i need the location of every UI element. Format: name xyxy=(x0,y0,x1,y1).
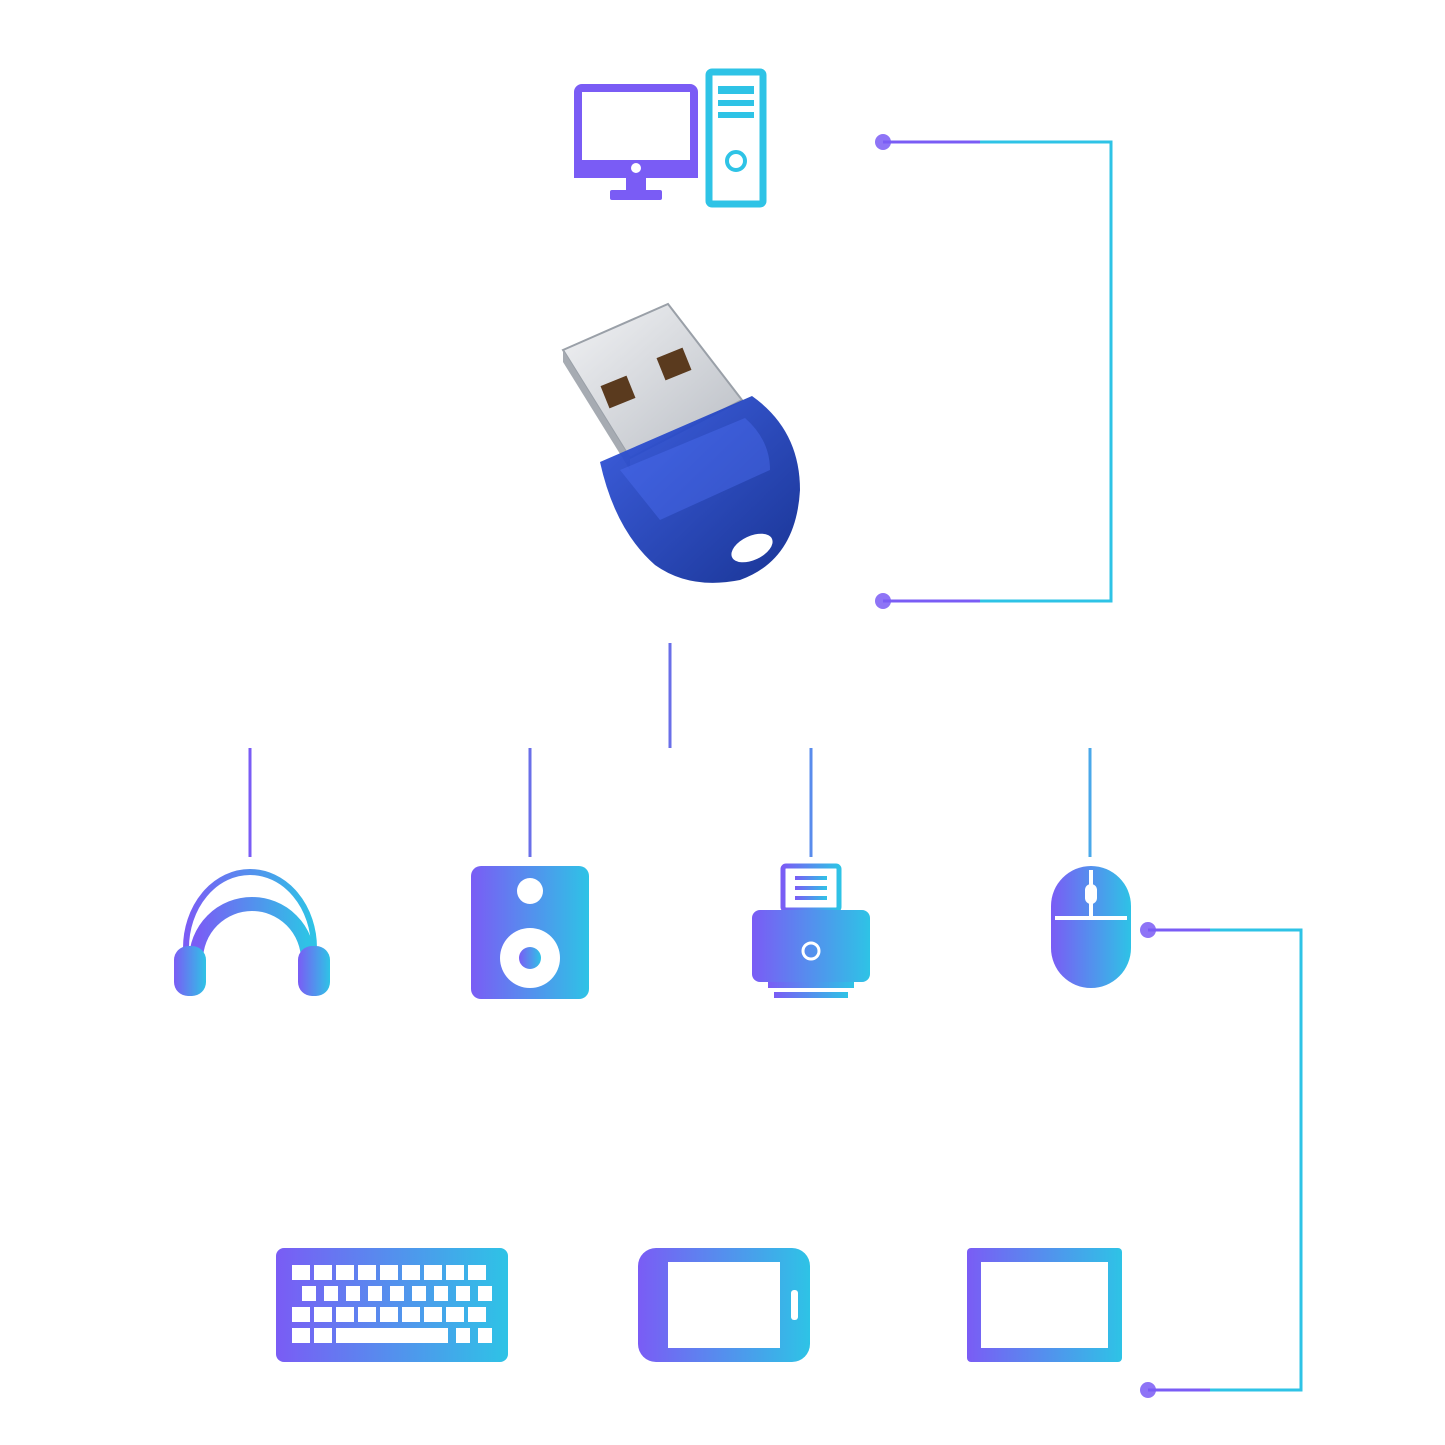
mouse-icon xyxy=(1051,866,1131,988)
keyboard-key xyxy=(478,1286,492,1301)
keyboard-key xyxy=(468,1307,486,1322)
keyboard-key xyxy=(314,1307,332,1322)
keyboard-spacebar xyxy=(336,1328,448,1343)
speaker-icon xyxy=(471,866,589,999)
keyboard-key xyxy=(478,1328,492,1343)
keyboard-key xyxy=(456,1328,470,1343)
keyboard-key xyxy=(424,1307,442,1322)
keyboard-key xyxy=(368,1286,382,1301)
connector-dot xyxy=(1140,922,1156,938)
keyboard-key xyxy=(336,1265,354,1280)
keyboard-key xyxy=(446,1307,464,1322)
bracket-mouse-to-bottom xyxy=(1148,928,1303,1392)
keyboard-key xyxy=(412,1286,426,1301)
smartphone-icon xyxy=(638,1248,810,1362)
usb-bluetooth-dongle xyxy=(561,302,800,583)
tablet-icon xyxy=(967,1248,1122,1362)
keyboard-key xyxy=(402,1265,420,1280)
keyboard-key xyxy=(324,1286,338,1301)
keyboard-key xyxy=(292,1307,310,1322)
keyboard-key xyxy=(346,1286,360,1301)
keyboard-key xyxy=(336,1307,354,1322)
keyboard-icon xyxy=(276,1248,508,1362)
keyboard-key xyxy=(358,1265,376,1280)
keyboard-key xyxy=(314,1328,332,1343)
keyboard-key xyxy=(358,1307,376,1322)
headphones-icon xyxy=(174,869,330,1002)
keyboard-key xyxy=(456,1286,470,1301)
keyboard-key xyxy=(380,1265,398,1280)
keyboard-key xyxy=(390,1286,404,1301)
keyboard-key xyxy=(292,1265,310,1280)
keyboard-key xyxy=(302,1286,316,1301)
connector-dot xyxy=(875,593,891,609)
bracket-computer-to-dongle xyxy=(883,140,1113,603)
keyboard-key xyxy=(446,1265,464,1280)
printer-icon xyxy=(752,863,870,998)
connector-dot xyxy=(875,134,891,150)
desktop-computer-icon xyxy=(574,68,767,208)
keyboard-key xyxy=(380,1307,398,1322)
keyboard-key xyxy=(468,1265,486,1280)
keyboard-key xyxy=(292,1328,310,1343)
connector-lines xyxy=(248,140,1303,1392)
keyboard-key xyxy=(424,1265,442,1280)
keyboard-key xyxy=(314,1265,332,1280)
connector-dot xyxy=(1140,1382,1156,1398)
keyboard-key xyxy=(434,1286,448,1301)
connector-dots xyxy=(875,134,1156,1398)
keyboard-key xyxy=(402,1307,420,1322)
